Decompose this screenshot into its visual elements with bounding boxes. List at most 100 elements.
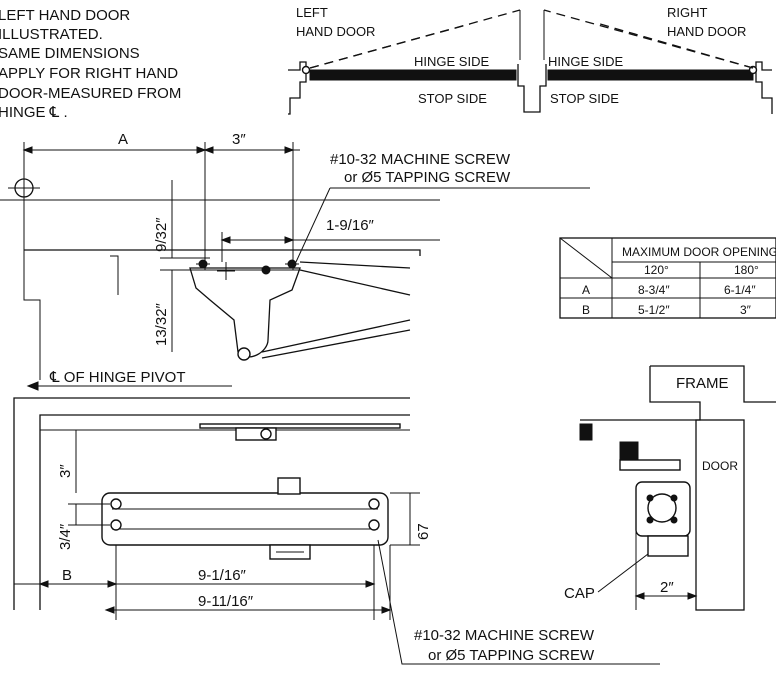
dim-3-4-label: 3/4″ <box>57 523 74 550</box>
frame-step-line <box>110 255 119 295</box>
right-hand-door-label-1: RIGHT <box>667 5 708 20</box>
dim-9-1-16-label: 9-1/16″ <box>198 567 247 584</box>
arrow-a-right <box>196 146 207 154</box>
left-hand-door-label-2: HAND DOOR <box>296 24 375 39</box>
dim-line-67 <box>390 492 420 546</box>
left-door-swing-mid <box>309 23 471 69</box>
frame-label: FRAME <box>676 375 729 392</box>
note-line-4: APPLY FOR RIGHT HAND <box>0 65 178 82</box>
left-hand-door-label-1: LEFT <box>296 5 328 20</box>
mounting-template-plan: A 3″ #10-32 MACHINE SCREW or Ø5 TAPPING … <box>0 131 590 391</box>
center-stop-profile <box>517 64 547 113</box>
left-frame-profile <box>288 61 307 115</box>
right-stop-side-label: STOP SIDE <box>550 91 619 106</box>
table-row-b-label: B <box>582 303 590 317</box>
frame-stop-outline <box>580 366 701 421</box>
arm-pivot-hole <box>237 347 251 361</box>
arrow-91116-right <box>381 606 392 614</box>
table-b-120: 5-1/2″ <box>638 303 670 317</box>
right-hinge-pin <box>748 65 758 75</box>
closer-top-shaft <box>277 477 301 495</box>
table-a-180: 6-1/4″ <box>724 283 756 297</box>
left-hinge-pin <box>301 65 311 75</box>
arrow-1916-left <box>220 236 231 244</box>
side-closer-extension-lines <box>635 510 697 610</box>
frame-inner-line <box>39 414 410 610</box>
bottom-screw-leader <box>377 539 660 665</box>
arrow-2in-left <box>634 592 645 600</box>
arm-bracket <box>189 267 301 358</box>
table-col-120: 120° <box>644 263 669 277</box>
arrow-91116-left <box>104 606 115 614</box>
side-closer-bolt-1 <box>646 494 654 502</box>
right-door-swing-mid <box>599 23 754 69</box>
closer-body <box>101 492 389 546</box>
side-closer-cap <box>647 535 689 557</box>
frame-face-line <box>23 250 41 380</box>
side-section-view: FRAME DOOR 2″ CAP <box>564 365 776 611</box>
side-closer-bolt-3 <box>646 516 654 524</box>
dim-3in-vertical-label: 3″ <box>57 464 74 478</box>
right-hinge-side-label: HINGE SIDE <box>548 54 623 69</box>
right-screw-top <box>368 498 380 510</box>
top-screw-note-line-2: or Ø5 TAPPING SCREW <box>344 169 511 186</box>
arrow-2in-right <box>687 592 698 600</box>
dim-67-label: 67 <box>415 523 432 540</box>
table-header: MAXIMUM DOOR OPENING <box>622 245 776 259</box>
opening-dimension-table: MAXIMUM DOOR OPENING 120° 180° A 8-3/4″ … <box>559 237 776 319</box>
right-frame-profile <box>755 61 773 114</box>
note-line-3: SAME DIMENSIONS <box>0 45 140 62</box>
note-line-1: LEFT HAND DOOR <box>0 7 130 24</box>
side-arm-pinion <box>619 441 639 461</box>
right-hand-door-label-2: HAND DOOR <box>667 24 746 39</box>
left-hinge-side-label: HINGE SIDE <box>414 54 489 69</box>
arrow-3in-right <box>284 146 295 154</box>
arm-rod-upper <box>299 269 411 296</box>
arrow-b-left <box>38 580 49 588</box>
top-screw-leader <box>295 187 331 263</box>
dim-b-label: B <box>62 567 72 584</box>
side-arm-bracket <box>619 459 681 471</box>
door-handing-top-view: LEFT HAND DOOR RIGHT HAND DOOR HINGE SID… <box>288 5 773 115</box>
dim-line-3-4 <box>68 503 110 526</box>
left-stop-side-label: STOP SIDE <box>418 91 487 106</box>
bottom-screw-note-line-2: or Ø5 TAPPING SCREW <box>428 647 595 664</box>
note-line-6: HINGE ℄ . <box>0 104 68 121</box>
table-diagonal <box>559 237 613 279</box>
note-line-5: DOOR-MEASURED FROM <box>0 85 181 102</box>
dim-2in-label: 2″ <box>660 579 674 596</box>
table-b-180: 3″ <box>740 303 752 317</box>
arrow-b-right <box>107 580 118 588</box>
arm-top-rail <box>199 423 401 429</box>
lower-extension-lines <box>115 545 391 620</box>
dim-9-11-16-label: 9-11/16″ <box>198 593 254 610</box>
screw-hole-crosshairs <box>196 262 299 280</box>
left-screw-bottom <box>110 519 122 531</box>
arrow-a-left <box>22 146 33 154</box>
left-screw-top <box>110 498 122 510</box>
hinge-pivot-crosshair <box>8 172 40 204</box>
arm-shoe-screw <box>260 428 272 440</box>
cap-label: CAP <box>564 585 595 602</box>
cap-leader <box>597 553 649 593</box>
side-closer-bolt-4 <box>670 516 678 524</box>
installation-note: LEFT HAND DOOR ILLUSTRATED. SAME DIMENSI… <box>0 7 181 121</box>
dim-a-label: A <box>118 131 128 148</box>
closer-body-ribs <box>112 508 378 530</box>
door-label: DOOR <box>702 459 738 473</box>
arm-rod-top <box>299 261 411 269</box>
door-section <box>695 419 745 611</box>
arrow-1916-right <box>284 236 295 244</box>
screw-row-extension-lines <box>160 257 300 271</box>
table-col-180: 180° <box>734 263 759 277</box>
left-door-leaf <box>309 69 517 81</box>
side-arm-shoe <box>579 423 593 441</box>
hinge-pivot-arrow <box>26 381 39 391</box>
arrow-3in-left <box>203 146 214 154</box>
right-screw-bottom <box>368 519 380 531</box>
dim-1-9-16-label: 1-9/16″ <box>326 217 375 234</box>
dim-13-32-label: 13/32″ <box>153 302 170 346</box>
frame-outline <box>650 365 776 403</box>
